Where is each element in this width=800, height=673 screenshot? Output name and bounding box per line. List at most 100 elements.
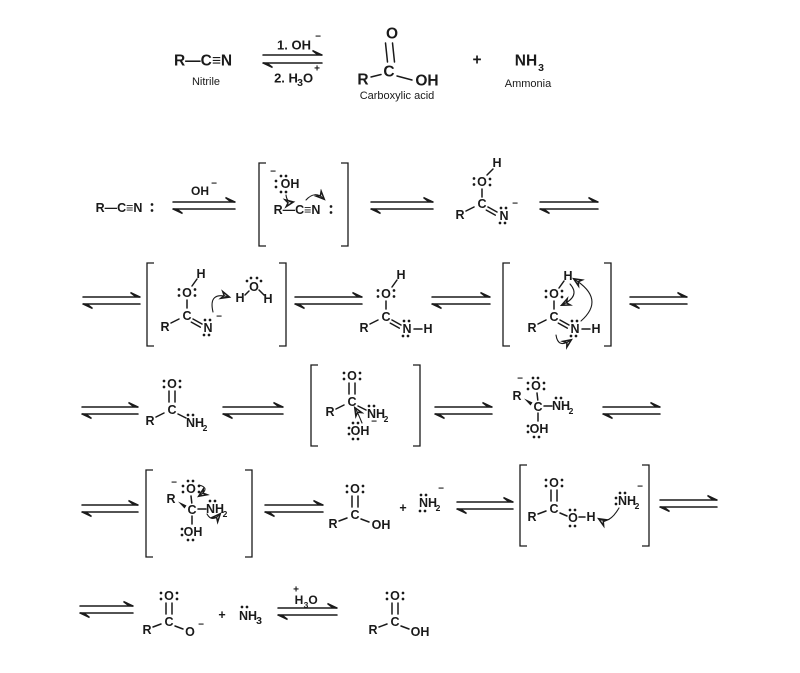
amide-anion: NH 2 − xyxy=(614,482,643,511)
ammonia-product: NH 3 Ammonia xyxy=(505,53,552,91)
atom-h: H xyxy=(196,267,205,281)
lone-pair-dots xyxy=(186,413,195,417)
atom-oh: OH xyxy=(411,625,430,639)
subscript-2: 2 xyxy=(384,414,389,424)
lone-pair-dots xyxy=(569,319,579,338)
atom-c: C xyxy=(381,310,390,324)
plus-sign: + xyxy=(399,501,406,515)
lone-pair-dots xyxy=(329,205,333,214)
atom-r: R xyxy=(145,414,154,428)
curved-electron-arrow xyxy=(599,507,620,521)
lone-pair-dots xyxy=(208,499,217,503)
atom-n: N xyxy=(499,209,508,223)
overall-equilibrium-arrow: 1. OH − 2. H 3 O + xyxy=(262,32,323,89)
hydronium-o: O xyxy=(308,593,317,607)
nitrile-formula: R—C≡N xyxy=(174,53,232,70)
atom-r: R xyxy=(512,389,521,403)
charge-minus: − xyxy=(512,199,518,210)
charge-minus: − xyxy=(171,478,177,489)
atom-c: C xyxy=(383,64,394,81)
atom-o: O xyxy=(167,377,177,391)
atom-c: C xyxy=(549,502,558,516)
lone-pair-dots xyxy=(345,484,365,494)
charge-minus: − xyxy=(216,312,222,323)
atom-h: H xyxy=(586,510,595,524)
lone-pair-dots xyxy=(418,493,428,513)
iminolate-anion: H O C R N − xyxy=(455,156,518,225)
nitrile-formula: R—C≡N xyxy=(274,203,321,217)
atom-o: O xyxy=(549,476,559,490)
charge-plus: + xyxy=(293,585,299,596)
lone-pair-dots xyxy=(162,379,182,389)
lone-pair-dots xyxy=(385,591,405,601)
subscript-2: 2 xyxy=(635,501,640,511)
lone-pair-dots xyxy=(472,177,492,187)
subscript-2: 2 xyxy=(436,503,441,513)
lone-pair-dots xyxy=(347,421,360,441)
overall-reaction: R—C≡N Nitrile 1. OH − 2. H 3 O + O C R O… xyxy=(174,26,552,103)
curved-electron-arrow xyxy=(355,408,362,424)
atom-o: O xyxy=(477,175,487,189)
imidic-acid: H O C R N H xyxy=(359,268,433,338)
bracket-left xyxy=(145,469,153,558)
atom-nh: NH xyxy=(239,609,257,623)
atom-r: R xyxy=(142,623,151,637)
nitrile-formula: R—C≡N xyxy=(96,201,143,215)
hydroxide-attack-step: − OH R—C≡N xyxy=(258,162,349,247)
lone-pair-dots xyxy=(240,605,249,609)
amide-anion: NH 2 − xyxy=(418,484,444,513)
equilibrium-arrow xyxy=(294,291,363,310)
hydroxide-label: OH xyxy=(191,184,209,198)
atom-r: R xyxy=(368,623,377,637)
atom-h: H xyxy=(492,156,501,170)
subscript-2: 2 xyxy=(223,509,228,519)
curved-electron-arrow xyxy=(574,279,593,322)
bracket-left xyxy=(146,262,154,347)
atom-c: C xyxy=(347,395,356,409)
atom-c: C xyxy=(182,309,191,323)
curved-electron-arrow xyxy=(305,195,324,200)
atom-r: R xyxy=(527,321,536,335)
charge-minus: − xyxy=(371,417,377,428)
charge-plus: + xyxy=(314,64,320,75)
atom-r: R xyxy=(527,510,536,524)
atom-h: H xyxy=(563,269,572,283)
atom-r: R xyxy=(166,492,175,506)
bracket-right xyxy=(245,469,253,558)
atom-c: C xyxy=(390,615,399,629)
atom-o: O xyxy=(568,511,578,525)
equilibrium-arrow xyxy=(539,196,599,215)
atom-c: C xyxy=(187,503,196,517)
atom-nh: NH xyxy=(515,53,537,70)
atom-h: H xyxy=(263,292,272,306)
equilibrium-arrow xyxy=(602,401,661,420)
nitrile-caption: Nitrile xyxy=(192,76,220,88)
bracket-right xyxy=(341,162,349,247)
equilibrium-arrow xyxy=(629,291,688,310)
bracket-right xyxy=(279,262,287,347)
plus-sign: + xyxy=(218,608,225,622)
lone-pair-dots xyxy=(177,288,197,297)
subscript-2: 2 xyxy=(203,423,208,433)
atom-r: R xyxy=(160,320,169,334)
carboxylate-anion: O C R O − xyxy=(142,589,204,639)
atom-oh: OH xyxy=(530,422,549,436)
tetrahedral-intermediate: − O R C NH 2 OH xyxy=(512,374,574,439)
lone-pair-dots xyxy=(498,206,508,225)
lone-pair-dots xyxy=(274,174,288,194)
mechanism-row-5: O C R O − + NH 3 + H 3 O O C R xyxy=(79,585,430,639)
atom-oh: OH xyxy=(415,73,438,90)
atom-h: H xyxy=(235,291,244,305)
charge-minus: − xyxy=(315,32,321,43)
lone-pair-dots xyxy=(568,508,577,528)
charge-minus: − xyxy=(198,620,204,631)
equilibrium-arrow xyxy=(456,496,514,515)
lone-pair-dots xyxy=(614,491,627,506)
atom-nh: NH xyxy=(552,399,570,413)
mechanism-row-2: H O C R N − H O H xyxy=(82,262,688,347)
lone-pair-dots xyxy=(367,404,376,408)
deprotonation-step: O C R O H NH 2 − xyxy=(519,464,650,547)
bracket-right xyxy=(413,364,421,447)
hydroxide-addition-step: O C R NH 2 OH − xyxy=(310,364,421,447)
